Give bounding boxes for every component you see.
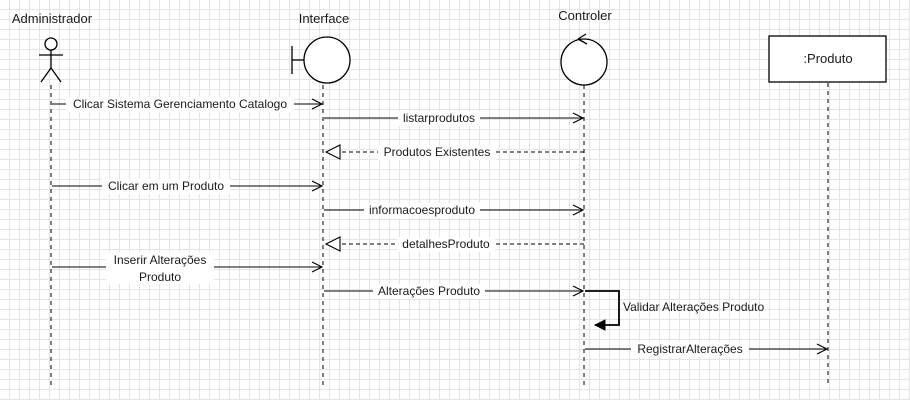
control-icon	[560, 33, 608, 86]
message-label: Alterações Produto	[378, 284, 480, 298]
participant-controler-label: Controler	[558, 8, 612, 23]
message-label: RegistrarAlterações	[637, 342, 742, 356]
participant-interface-label: Interface	[299, 11, 350, 26]
message-label: Inserir Alterações	[114, 253, 207, 267]
self-message-label: Validar Alterações Produto	[623, 300, 765, 314]
boundary-icon	[291, 36, 351, 84]
actor-icon	[39, 37, 63, 83]
message-label-line2: Produto	[139, 270, 181, 284]
return-arrowhead	[324, 236, 341, 252]
message-label: detalhesProduto	[402, 237, 490, 251]
participant-administrador-label: Administrador	[12, 11, 93, 26]
participant-produto-box	[768, 35, 887, 83]
return-arrowhead	[324, 144, 341, 160]
message-label: Produtos Existentes	[384, 145, 491, 159]
message-label: listarprodutos	[403, 111, 475, 125]
participant-produto-label: :Produto	[803, 51, 852, 66]
self-message-arrow	[585, 290, 620, 325]
message-label: informacoesproduto	[369, 203, 475, 217]
message-label: Clicar Sistema Gerenciamento Catalogo	[73, 97, 287, 111]
message-label: Clicar em um Produto	[108, 179, 224, 193]
